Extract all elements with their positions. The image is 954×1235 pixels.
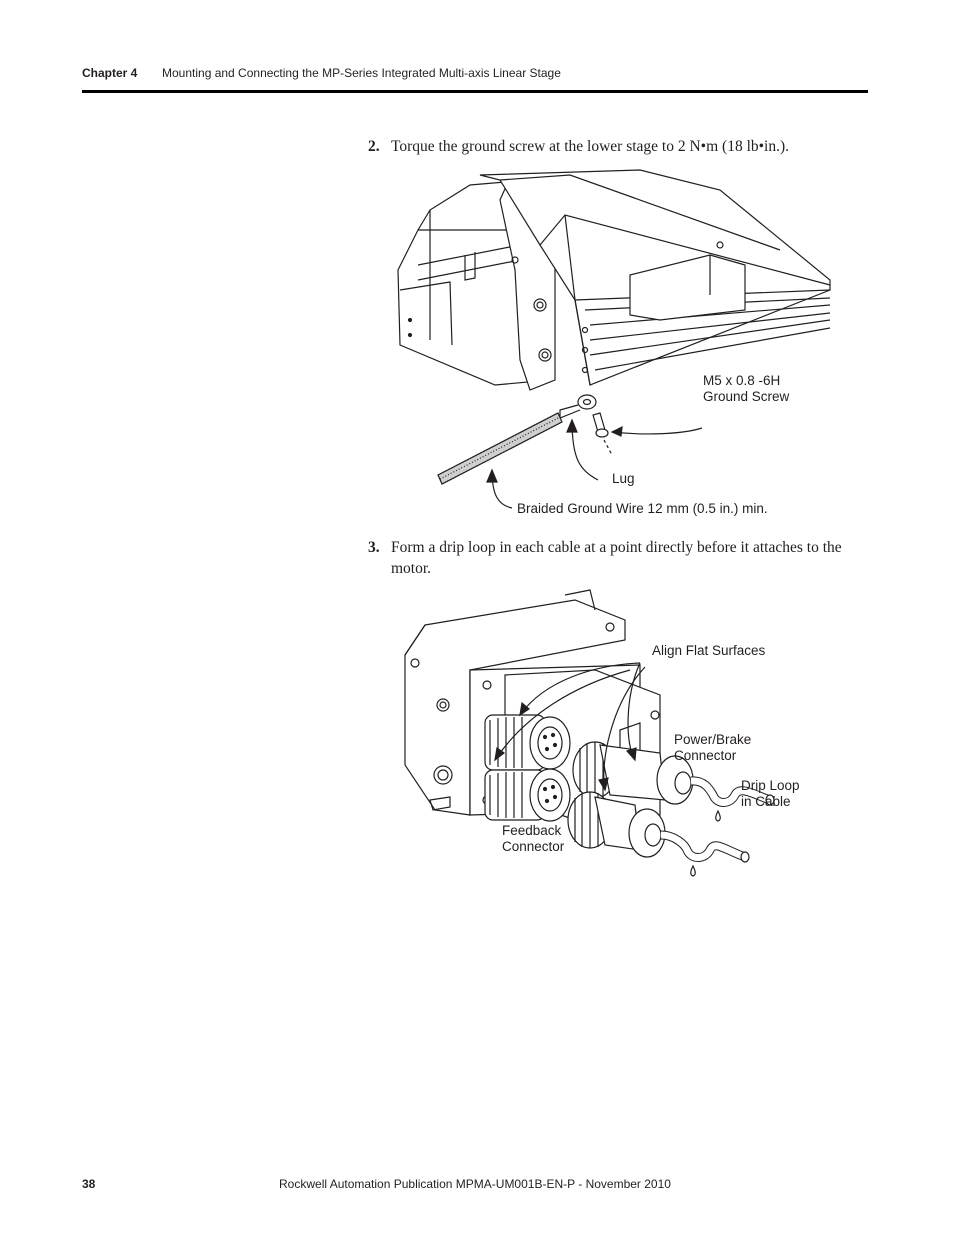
screw-callout: M5 x 0.8 -6H Ground Screw: [703, 373, 789, 405]
drip-callout: Drip Loop in Cable: [741, 778, 800, 810]
page-number: 38: [82, 1177, 96, 1191]
step-text: Torque the ground screw at the lower sta…: [391, 138, 790, 155]
wire-callout: Braided Ground Wire 12 mm (0.5 in.) min.: [517, 501, 768, 516]
chapter-title: Mounting and Connecting the MP-Series In…: [162, 66, 561, 80]
feedback-callout: Feedback Connector: [502, 823, 564, 855]
lug-callout: Lug: [612, 471, 635, 486]
screw-label-line1: M5 x 0.8 -6H: [703, 373, 781, 388]
step-text: Form a drip loop in each cable at a poin…: [391, 539, 842, 577]
drip-label-line2: in Cable: [741, 794, 791, 809]
power-callout: Power/Brake Connector: [674, 732, 751, 764]
feedback-label-line2: Connector: [502, 839, 565, 854]
page-header: Chapter 4 Mounting and Connecting the MP…: [82, 66, 868, 93]
chapter-label: Chapter 4: [82, 66, 138, 80]
power-label-line2: Connector: [674, 748, 737, 763]
drip-loop-illustration: [404, 589, 775, 877]
step-number: 3.: [368, 539, 380, 556]
align-callout: Align Flat Surfaces: [652, 643, 766, 658]
publication-info: Rockwell Automation Publication MPMA-UM0…: [279, 1177, 671, 1191]
ground-screw-illustration: [397, 169, 831, 509]
screw-label-line2: Ground Screw: [703, 389, 790, 404]
step-number: 2.: [368, 138, 380, 155]
drip-label-line1: Drip Loop: [741, 778, 800, 793]
feedback-label-line1: Feedback: [502, 823, 562, 838]
power-label-line1: Power/Brake: [674, 732, 752, 747]
